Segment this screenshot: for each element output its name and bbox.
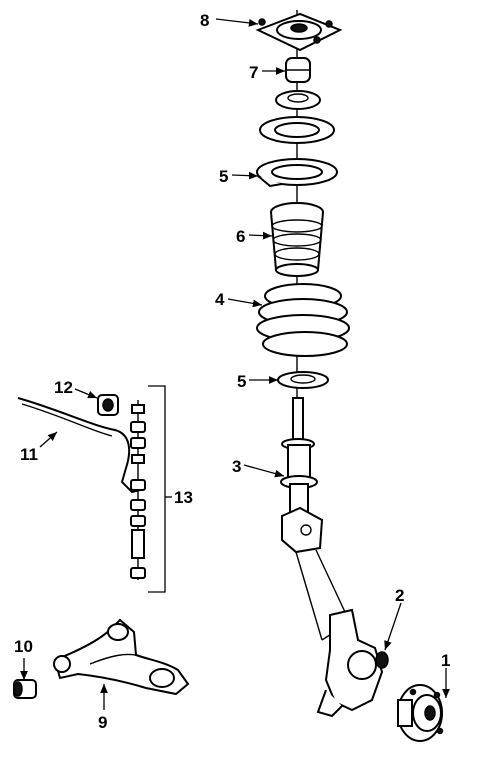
callout-5-lower: 5	[237, 372, 246, 391]
callout-6: 6	[236, 227, 245, 246]
part-5-lower-insulator	[277, 371, 329, 389]
callout-12: 12	[54, 378, 73, 397]
part-4-coil-spring	[256, 283, 350, 357]
leader-lines	[20, 18, 450, 710]
callout-1: 1	[441, 651, 450, 670]
part-5-upper-insulator	[256, 158, 338, 188]
upper-spring-seat	[259, 116, 335, 144]
part-3-strut-assembly	[280, 397, 324, 554]
part-1-hub-bearing	[397, 684, 444, 742]
callout-5-upper: 5	[219, 167, 228, 186]
part-13-link-kit	[130, 385, 172, 593]
part-11-stabilizer-bar	[17, 397, 141, 494]
part-8-strut-mount	[255, 12, 343, 52]
callout-10: 10	[14, 637, 33, 656]
part-2-steering-knuckle	[316, 608, 389, 718]
callout-7: 7	[249, 63, 258, 82]
callout-13: 13	[174, 488, 193, 507]
callout-9: 9	[98, 713, 107, 732]
callout-11: 11	[20, 445, 38, 464]
part-7-bushing	[285, 57, 311, 83]
callout-4: 4	[215, 290, 225, 309]
bearing-plate	[275, 90, 321, 110]
callout-3: 3	[232, 457, 241, 476]
part-6-dust-boot	[270, 202, 324, 277]
part-9-lower-control-arm	[53, 618, 190, 696]
callout-8: 8	[200, 11, 209, 30]
callout-2: 2	[395, 586, 404, 605]
part-10-control-arm-bushing	[13, 679, 37, 699]
part-12-stabilizer-bushing	[97, 394, 119, 416]
